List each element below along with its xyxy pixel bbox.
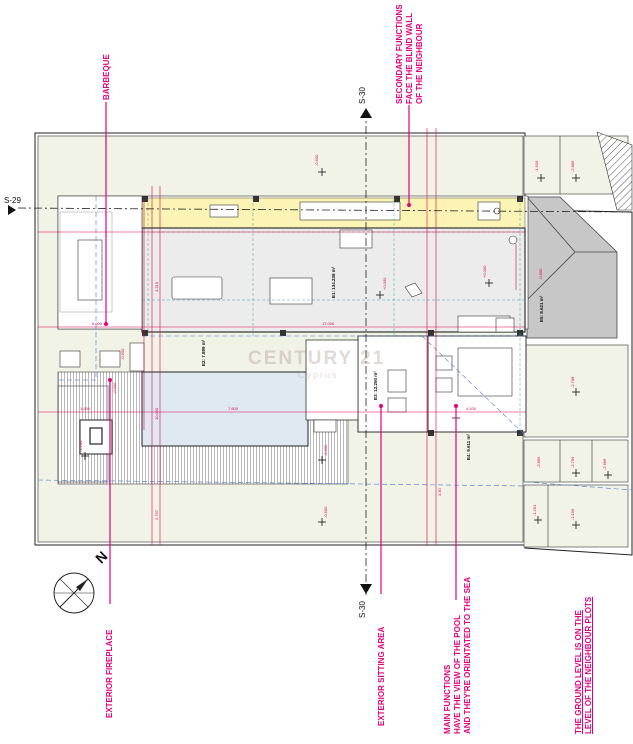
section-s30-top: S-30	[358, 87, 367, 104]
furniture	[77, 201, 518, 413]
label-main-1: MAIN FUNCTIONS	[443, 664, 452, 734]
label-barbeque: BARBEQUE	[102, 54, 111, 100]
level-13: -2.756	[570, 456, 575, 468]
label-main-3: AND THEY'RE ORIENTATED TO THE SEA	[463, 576, 472, 734]
room-e4-label: E4: 9.611 m²	[466, 433, 471, 460]
dim-6: 6.000	[92, 321, 103, 326]
watermark-sub: Cyprus	[298, 370, 339, 380]
watermark-brand: CENTURY 21	[248, 348, 386, 369]
label-ground-1: THE GROUND LEVEL IS ON THE	[574, 610, 583, 734]
label-main-2: HAVE THE VIEW OF THE POOL	[453, 615, 462, 734]
level-0: -0.600	[314, 154, 319, 166]
level-3: +0.000	[482, 265, 487, 278]
level-11: -2.708	[570, 376, 575, 388]
room-e1-label: E1: 134.238 m²	[331, 266, 336, 298]
level-16: -2.156	[570, 508, 575, 520]
level-10: -2.866	[570, 160, 575, 172]
label-exterior-sitting: EXTERIOR SITTING AREA	[377, 626, 386, 726]
room-e5-label: E5: 8.621 m²	[539, 295, 544, 322]
section-s29: S-29	[4, 196, 21, 205]
room-e2-label: E2: 7.899 m²	[201, 339, 206, 366]
room-e3-label: E3: 12.250 m²	[373, 371, 378, 400]
dim-17: 17.000	[322, 321, 335, 326]
level-15: -1.201	[532, 504, 537, 516]
annotation-leaders	[105, 102, 457, 604]
fireplace	[79, 419, 113, 455]
label-secondary-2: FACE THE BLIND WALL	[405, 12, 414, 104]
section-markers	[8, 108, 372, 594]
swimming-pool	[141, 371, 309, 447]
level-5: -1.100	[78, 440, 83, 452]
dim-3: 3.30	[437, 487, 442, 496]
level-8: -0.800	[538, 268, 543, 280]
label-ground-2: LEVEL OF THE NEIGHBOUR PLOTS	[584, 596, 593, 734]
level-6: -0.600	[120, 348, 125, 360]
level-7: -0.900	[112, 382, 117, 394]
level-14: -2.856	[536, 456, 541, 468]
level-12: -2.666	[602, 458, 607, 470]
level-1: -0.600	[323, 444, 328, 456]
section-s30-bottom: S-30	[358, 601, 367, 618]
dim-2: 2.767	[154, 509, 159, 520]
north-compass	[53, 572, 95, 614]
dim-10: 10.000	[154, 407, 159, 420]
dim-7: 7.600	[228, 406, 239, 411]
label-exterior-fireplace: EXTERIOR FIREPLACE	[105, 629, 114, 718]
dim-1: 1.900	[80, 406, 91, 411]
dim-4: 4.100	[466, 406, 477, 411]
label-secondary-3: OF THE NEIGHBOUR	[415, 23, 424, 104]
level-2: -0.600	[323, 506, 328, 518]
level-4: +0.000	[382, 277, 387, 290]
label-secondary-1: SECONDARY FUNCTIONS	[395, 4, 404, 104]
level-9: -1.916	[534, 160, 539, 172]
dim-5: 4.310	[154, 281, 159, 292]
